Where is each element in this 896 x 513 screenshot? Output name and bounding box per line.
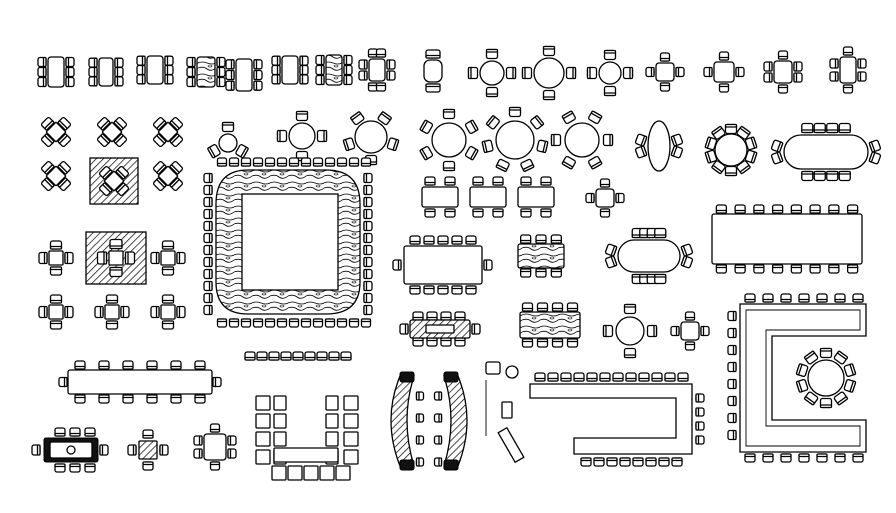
oval-table-8-seat <box>550 110 614 170</box>
square-table-4-seat <box>703 51 745 93</box>
u-shape-seating <box>244 351 352 361</box>
square-table-4-seat <box>645 52 685 92</box>
chair-row <box>58 360 222 404</box>
table-2-seat-pair <box>203 157 373 328</box>
round-table-4-seat <box>399 311 481 347</box>
table-2-seat <box>423 49 443 93</box>
rect-table-10-seat <box>711 204 863 274</box>
round-table-3-seat <box>85 231 147 285</box>
rect-table-6-seat <box>88 57 124 87</box>
square-conference-table-wood <box>770 122 882 182</box>
u-conference-table <box>485 361 525 464</box>
oval-table-10-seat <box>517 234 565 278</box>
round-table-7-seat <box>419 108 479 172</box>
square-table-4-seat <box>358 48 396 92</box>
round-table-10-seat <box>634 120 684 172</box>
rect-table-4-seat <box>829 46 867 94</box>
round-table-4-seat <box>521 45 577 101</box>
rect-table-8-seat-wood <box>519 302 581 348</box>
rect-table-6-seat-wood <box>315 54 353 86</box>
furniture-block <box>193 423 237 471</box>
round-table-4-seat <box>207 121 249 159</box>
round-table-5-seat-open <box>276 110 328 162</box>
bar-with-stools <box>390 371 468 471</box>
rect-table-4-seat <box>763 50 803 94</box>
diagonal-table-4-seat-set <box>38 116 186 330</box>
rect-table-4-seat <box>31 427 109 473</box>
hatched-table-4-seat <box>795 347 857 409</box>
round-table-4-seat <box>467 48 517 98</box>
square-table-4-seat <box>602 303 658 359</box>
hatched-table-4-seat <box>89 157 139 205</box>
rect-table-6-seat <box>271 55 309 85</box>
rect-table-6-seat <box>37 56 75 88</box>
round-table-6-seat <box>342 111 400 166</box>
decorated-table-8-seat <box>727 293 867 463</box>
square-table-4-seat <box>421 176 555 218</box>
oval-table-12-seat <box>704 123 758 177</box>
rect-table-8-seat-hatched <box>604 227 694 285</box>
long-table-10-seat <box>670 311 710 351</box>
rect-table-6-seat-wood <box>186 56 226 88</box>
round-table-6-seat <box>481 106 549 172</box>
furniture-block <box>127 429 169 471</box>
rect-table-6-seat <box>225 58 263 92</box>
u-conference-table-with-round-table <box>529 372 705 467</box>
rect-table-6-seat <box>136 55 174 85</box>
curved-tables-pair <box>255 395 359 481</box>
round-table-4-seat <box>586 49 634 97</box>
boat-conference-table <box>585 178 625 218</box>
rect-table-8-seat-wood <box>392 235 493 295</box>
